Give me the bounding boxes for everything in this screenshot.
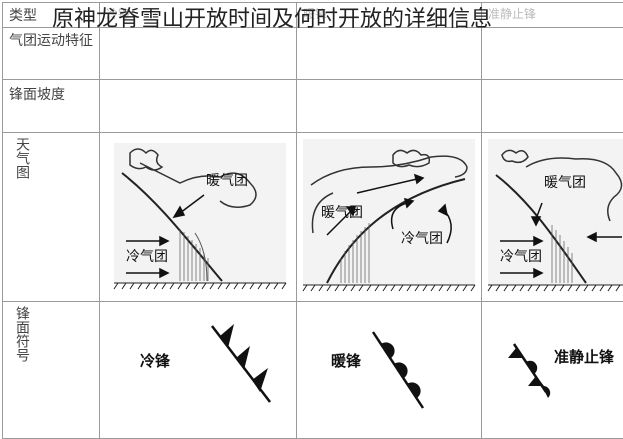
cell-weather-stationary: 暖气团 冷气团	[482, 133, 623, 302]
cell-weather-cold: 暖气团 冷气团	[100, 133, 297, 302]
cold-front-symbol: 冷锋	[100, 302, 296, 434]
cell-motion-cold	[100, 28, 297, 80]
cell-slope-warm	[297, 80, 482, 133]
cell-motion-stationary	[482, 28, 623, 80]
cell-slope-stationary	[482, 80, 623, 133]
warm-front-line	[373, 332, 423, 408]
cell-slope-cold	[100, 80, 297, 133]
warm-front-symbol: 暖锋	[297, 302, 481, 434]
front-types-table-page: 原神龙脊雪山开放时间及何时开放的详细信息 类型 冷锋 暖锋 准静止锋 气团运动特…	[0, 0, 623, 430]
cell-symbol-stationary: 准静止锋	[482, 302, 623, 439]
table-row-slope: 锋面坡度	[3, 80, 623, 133]
warm-air-label: 暖气团	[544, 175, 586, 191]
cold-air-label: 冷气团	[126, 249, 168, 265]
table-row-weather: 天气图 暖气团 冷气团	[3, 133, 623, 302]
ground-hatch	[303, 285, 475, 291]
stationary-front-symbol-label: 准静止锋	[554, 348, 615, 366]
cell-symbol-warm: 暖锋	[297, 302, 482, 439]
stationary-front-diagram: 暖气团 冷气团	[482, 133, 623, 297]
row-header-symbol: 锋面符号	[3, 302, 100, 439]
triangle-icon	[220, 324, 268, 392]
cell-symbol-cold: 冷锋	[100, 302, 297, 439]
triangle-icon	[508, 348, 544, 386]
warm-front-diagram: 暖气团 冷气团	[297, 133, 481, 297]
cell-weather-warm: 暖气团 冷气团	[297, 133, 482, 302]
table-row-motion: 气团运动特征	[3, 28, 623, 80]
row-header-weather-text: 天气图	[9, 137, 33, 179]
ground-hatch	[488, 285, 623, 291]
row-header-symbol-text: 锋面符号	[9, 306, 33, 362]
cold-front-diagram: 暖气团 冷气团	[100, 133, 296, 297]
warm-air-label: 暖气团	[321, 205, 363, 221]
cold-front-symbol-label: 冷锋	[140, 352, 171, 370]
warm-front-symbol-label: 暖锋	[331, 352, 362, 370]
row-header-weather: 天气图	[3, 133, 100, 302]
stationary-front-symbol: 准静止锋	[482, 302, 623, 434]
page-title: 原神龙脊雪山开放时间及何时开放的详细信息	[52, 6, 492, 34]
cold-air-label: 冷气团	[500, 249, 542, 265]
row-header-slope: 锋面坡度	[3, 80, 100, 133]
cold-air-label: 冷气团	[401, 231, 443, 247]
cell-motion-warm	[297, 28, 482, 80]
col-header-stationary-text: 准静止锋	[488, 5, 536, 22]
semicircle-icon	[381, 342, 421, 398]
warm-air-label: 暖气团	[206, 173, 248, 189]
table-row-symbol: 锋面符号 冷锋	[3, 302, 623, 439]
col-header-stationary: 准静止锋	[482, 3, 623, 28]
row-header-motion: 气团运动特征	[3, 28, 100, 80]
row-header-slope-text: 锋面坡度	[9, 84, 99, 106]
